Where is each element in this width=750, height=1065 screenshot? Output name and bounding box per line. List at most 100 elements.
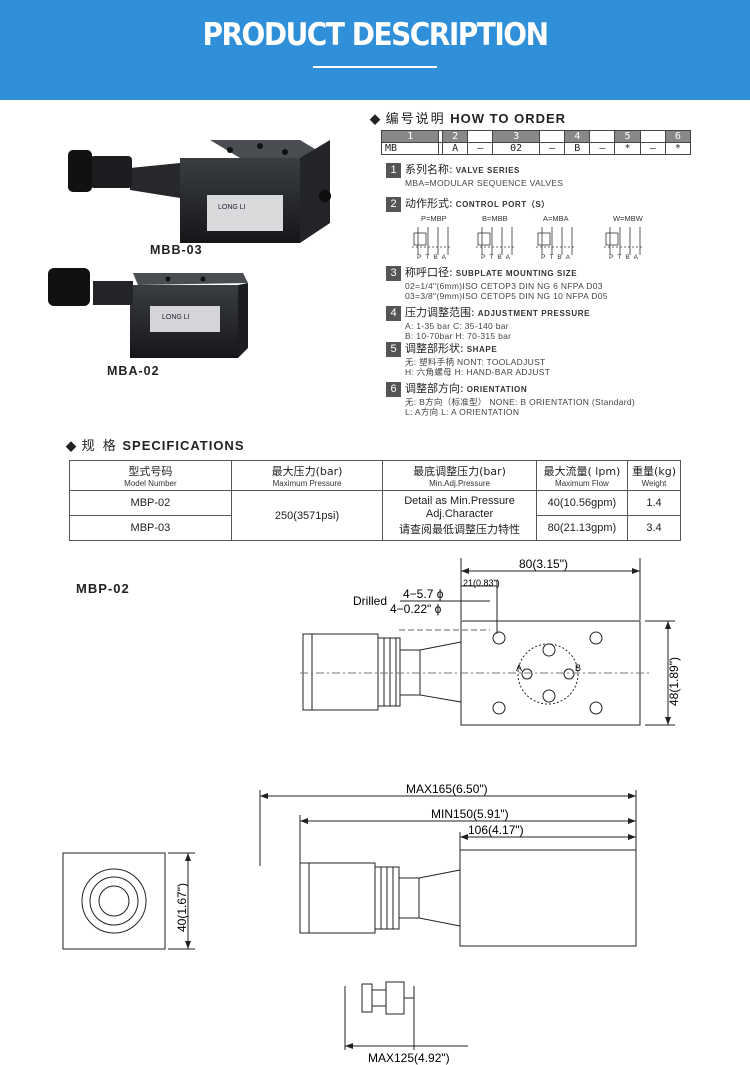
step-title-en: SHAPE bbox=[466, 344, 498, 354]
step-title-cn: 动作形式: bbox=[405, 196, 453, 210]
step-title-en: ADJUSTMENT PRESSURE bbox=[477, 308, 591, 318]
dim-offset: 21(0.83") bbox=[463, 578, 500, 588]
step-number: 1 bbox=[386, 163, 401, 178]
code-value: B bbox=[564, 142, 591, 155]
spec-header: 最底调整压力(bar)Min.Adj.Pressure bbox=[382, 460, 537, 491]
step-detail: B: 10-70bar H: 70-315 bar bbox=[405, 331, 512, 341]
order-step: 2 动作形式:CONTROL PORT（S） bbox=[386, 197, 706, 212]
step-detail: 无: 塑料手柄 NONT: TOOLADJUST bbox=[405, 357, 546, 367]
dimension-drawing: 80(3.15") 21(0.83") Drilled 4−5.7 ϕ 4−0.… bbox=[62, 557, 681, 1065]
code-num: 2 bbox=[441, 130, 469, 143]
step-title-cn: 压力调整范围: bbox=[405, 305, 475, 319]
step-number: 2 bbox=[386, 197, 401, 212]
drawing-label: MBP-02 bbox=[76, 581, 130, 596]
specifications-heading: ◆ 规 格 SPECIFICATIONS bbox=[66, 438, 245, 454]
table-cell: MBP-02 bbox=[69, 490, 232, 516]
drilled-label: Drilled bbox=[353, 594, 387, 608]
step-number: 6 bbox=[386, 382, 401, 397]
port-letter-set: PTBA bbox=[481, 254, 515, 261]
end-view-outline bbox=[62, 852, 166, 950]
table-cell: 250(3571psi) bbox=[230, 490, 384, 541]
page-title: PRODUCT DESCRIPTION bbox=[202, 16, 549, 53]
spec-header: 重量(kg)Weight bbox=[627, 460, 681, 491]
step-detail: A: 1-35 bar C: 35-140 bar bbox=[405, 321, 509, 331]
logo-text-2: LONG LI bbox=[162, 314, 190, 321]
dim-width: 80(3.15") bbox=[519, 557, 568, 571]
symbol-label: A=MBA bbox=[543, 214, 569, 223]
step-number: 5 bbox=[386, 342, 401, 357]
step-title-en: ORIENTATION bbox=[466, 384, 528, 394]
port-letter-set: PTBA bbox=[541, 254, 575, 261]
code-value: MB bbox=[380, 142, 440, 155]
code-value: A bbox=[441, 142, 469, 155]
table-cell: 80(21.13gpm) bbox=[535, 515, 629, 541]
step-title-cn: 调整部形状: bbox=[405, 341, 464, 355]
mbb-03-valve-image: LONG LI bbox=[68, 140, 331, 243]
code-value: 02 bbox=[492, 142, 540, 155]
code-value: — bbox=[538, 142, 566, 155]
spec-header: 最大压力(bar)Maximum Pressure bbox=[230, 460, 384, 491]
table-cell: 3.4 bbox=[627, 515, 681, 541]
step-detail: 02=1/4"(6mm)ISO CETOP3 DIN NG 6 NFPA D03 bbox=[405, 281, 603, 291]
logo-text: LONG LI bbox=[218, 204, 246, 211]
code-num: 3 bbox=[492, 130, 540, 143]
mba-02-label: MBA-02 bbox=[107, 364, 160, 378]
code-num: 5 bbox=[614, 130, 641, 143]
symbol-label: B=MBB bbox=[482, 214, 508, 223]
title-underline bbox=[313, 66, 437, 68]
step-title-en: VALVE SERIES bbox=[455, 165, 520, 175]
code-num: 1 bbox=[380, 130, 440, 143]
step-number: 3 bbox=[386, 266, 401, 281]
step-number: 4 bbox=[386, 306, 401, 321]
order-code-table: 1 2 3 4 5 6 MB A— 02— B— *— * bbox=[380, 130, 692, 155]
step-title-en: CONTROL PORT（S） bbox=[455, 199, 550, 209]
order-step: 6 调整部方向:ORIENTATION 无: B方向（标准型） NONE: B OR… bbox=[386, 382, 706, 417]
step-detail: H: 六角螺母 H: HAND-BAR ADJUST bbox=[405, 367, 551, 377]
diamond-icon: ◆ bbox=[370, 111, 381, 126]
port-letter-set: PTBA bbox=[417, 254, 451, 261]
spec-header: 最大流量( lpm)Maximum Flow bbox=[535, 460, 629, 491]
port-b-label: B bbox=[575, 663, 581, 673]
symbol-label: W=MBW bbox=[613, 214, 643, 223]
step-title-en: SUBPLATE MOUNTING SIZE bbox=[455, 268, 578, 278]
port-a-label: A bbox=[516, 663, 522, 673]
code-num: 6 bbox=[664, 130, 692, 143]
step-detail: L: A方向 L: A ORIENTATION bbox=[405, 407, 520, 417]
hole-spec-imperial: 4−0.22" ϕ bbox=[390, 602, 442, 616]
code-num: 4 bbox=[564, 130, 591, 143]
dim-height: 48(1.89") bbox=[667, 657, 681, 706]
symbol-label: P=MBP bbox=[421, 214, 447, 223]
code-value: * bbox=[664, 142, 692, 155]
step-detail: MBA=MODULAR SEQUENCE VALVES bbox=[405, 178, 564, 188]
code-value: — bbox=[639, 142, 666, 155]
dim-min150: MIN150(5.91") bbox=[431, 807, 509, 821]
mbb-03-label: MBB-03 bbox=[150, 243, 203, 257]
order-step: 3 称呼口径:SUBPLATE MOUNTING SIZE 02=1/4"(6mm)… bbox=[386, 266, 706, 301]
mba-02-valve-image: LONG LI bbox=[48, 268, 248, 358]
dim-max165: MAX165(6.50") bbox=[406, 782, 488, 796]
code-value: — bbox=[467, 142, 494, 155]
order-step: 4 压力调整范围:ADJUSTMENT PRESSURE A: 1-35 bar C… bbox=[386, 306, 706, 341]
dim-106: 106(4.17") bbox=[468, 823, 524, 837]
hydraulic-symbols-icon bbox=[412, 226, 645, 256]
step-title-cn: 称呼口径: bbox=[405, 265, 453, 279]
dim-max125: MAX125(4.92") bbox=[368, 1051, 450, 1065]
hole-spec-metric: 4−5.7 ϕ bbox=[403, 587, 444, 601]
step-detail: 无: B方向（标准型） NONE: B ORIENTATION (Standar… bbox=[405, 397, 636, 407]
diamond-icon: ◆ bbox=[66, 438, 77, 453]
dim-40: 40(1.67") bbox=[175, 883, 189, 932]
step-title-cn: 系列名称: bbox=[405, 162, 453, 176]
step-detail: 03=3/8"(9mm)ISO CETOP5 DIN NG 10 NFPA D0… bbox=[405, 291, 608, 301]
step-title-cn: 调整部方向: bbox=[405, 381, 464, 395]
table-cell: MBP-03 bbox=[69, 515, 232, 541]
how-to-order-heading: ◆ 编号说明 HOW TO ORDER bbox=[370, 111, 567, 127]
code-value: — bbox=[589, 142, 616, 155]
table-cell: 1.4 bbox=[627, 490, 681, 516]
order-step: 1 系列名称:VALVE SERIES MBA=MODULAR SEQUENCE V… bbox=[386, 163, 706, 188]
port-letter-set: PTBA bbox=[609, 254, 643, 261]
header-banner bbox=[0, 0, 750, 100]
